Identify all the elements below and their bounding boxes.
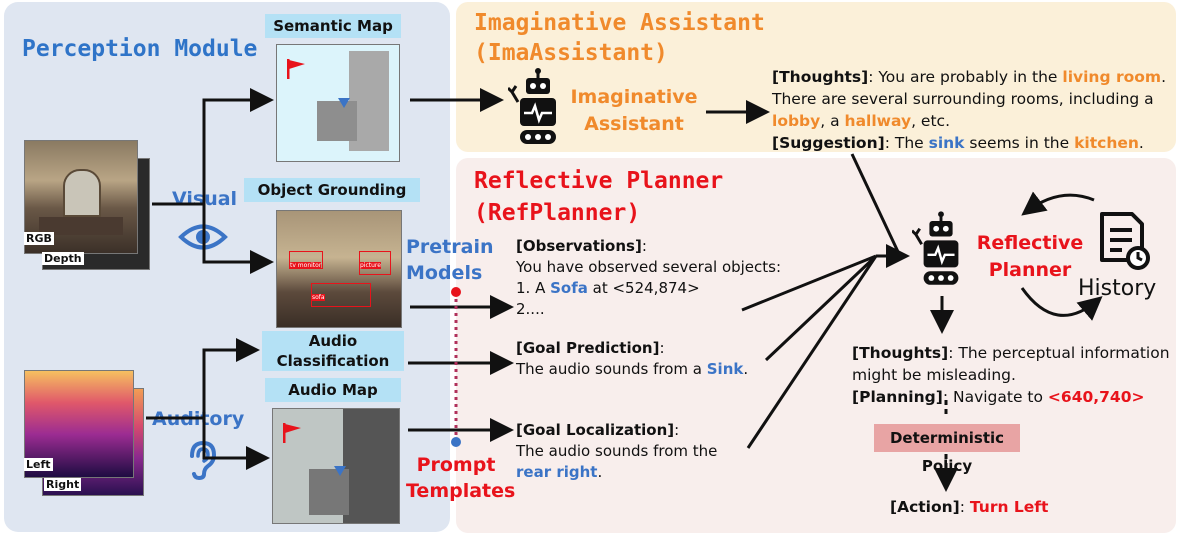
ima-robot-icon (508, 68, 556, 144)
semantic-map-image (276, 44, 400, 162)
audio-agent-marker-icon (334, 466, 346, 476)
audio-map-image (272, 408, 400, 524)
ref-title-line1: Reflective Planner (474, 168, 724, 194)
ima-title-line1: Imaginative Assistant (474, 10, 765, 36)
ref-robot-label: Reflective Planner (976, 232, 1084, 281)
ref-robot-icon (912, 211, 959, 285)
right-label: Right (44, 478, 82, 491)
goal-prediction-text: [Goal Prediction]: The audio sounds from… (516, 339, 749, 378)
agent-marker-icon (338, 98, 350, 108)
object-grounding-image: tv monitor picture sofa (276, 210, 402, 328)
pretrain-models-label: Pretrain Models (406, 236, 494, 284)
depth-label: Depth (42, 252, 84, 265)
rgb-label: RGB (24, 232, 54, 245)
perception-module-title: Perception Module (22, 36, 258, 62)
prompt-templates-label: Prompt Templates (406, 454, 516, 502)
audio-goal-flag-icon (283, 423, 301, 443)
goal-flag-icon (287, 59, 305, 79)
ref-thoughts-text: [Thoughts]: The perceptual information m… (852, 344, 1170, 406)
history-icon (1100, 212, 1150, 270)
audio-map-label: Audio Map (265, 378, 401, 402)
left-label: Left (24, 458, 53, 471)
ref-title-line2: (RefPlanner) (474, 200, 641, 226)
action-text: [Action]: Turn Left (890, 498, 1049, 516)
imaginative-assistant-panel (456, 2, 1176, 152)
goal-localization-text: [Goal Localization]: The audio sounds fr… (516, 421, 718, 481)
rgb-image (24, 140, 138, 254)
observations-text: [Observations]: You have observed severa… (516, 237, 782, 318)
object-grounding-label: Object Grounding (244, 178, 420, 202)
ima-title-line2: (ImaAssistant) (474, 40, 668, 66)
semantic-map-label: Semantic Map (265, 14, 401, 38)
audio-classification-label: Audio Classification (262, 331, 404, 371)
ima-output-text: [Thoughts]: You are probably in the livi… (772, 68, 1166, 152)
ima-robot-label: Imaginative Assistant (570, 86, 698, 135)
